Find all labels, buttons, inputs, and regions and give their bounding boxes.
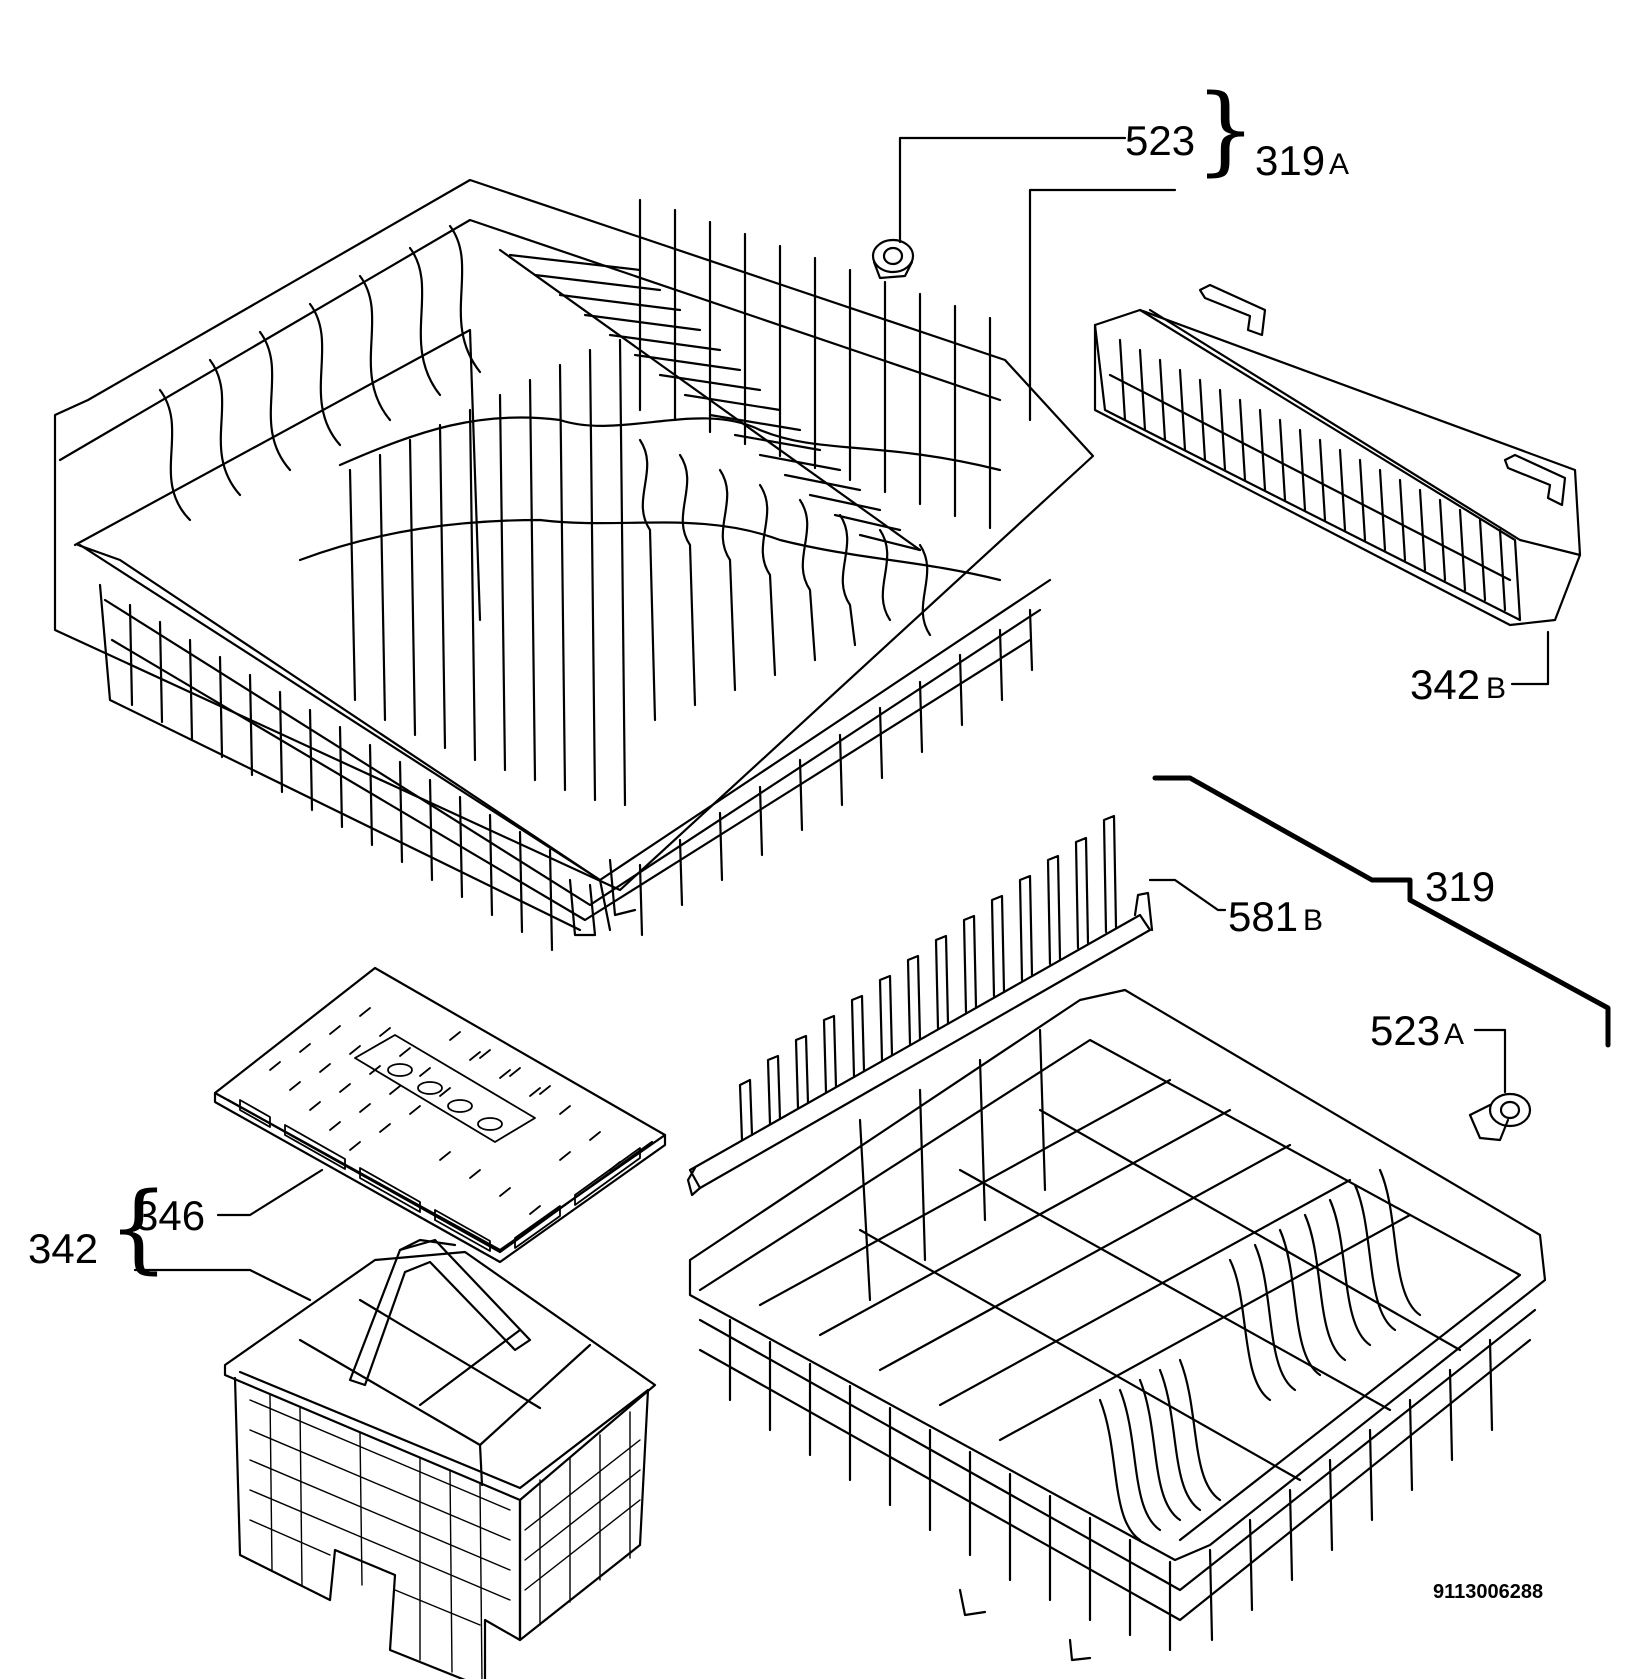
callout-581b: 581 — [1228, 893, 1299, 940]
cutlery-basket-lid — [213, 966, 667, 1264]
callout-342b-suffix: B — [1486, 672, 1507, 705]
leader-342b — [1510, 630, 1550, 686]
leader-581b — [1148, 878, 1227, 912]
upper-basket — [53, 178, 1095, 952]
brace-319a: } — [1195, 74, 1257, 186]
callout-319a: 319 — [1255, 137, 1326, 184]
upper-basket-wheel — [871, 238, 915, 280]
callout-342b: 342 — [1410, 661, 1481, 708]
leader-346 — [216, 1168, 324, 1217]
callout-346: 346 — [135, 1192, 206, 1239]
leader-319a — [1028, 188, 1177, 422]
lower-basket-wheel — [1468, 1092, 1532, 1142]
leader-523 — [898, 136, 1127, 244]
cutlery-basket — [223, 1238, 657, 1679]
leader-523a — [1473, 1028, 1507, 1094]
leader-342 — [133, 1268, 312, 1302]
callout-581b-suffix: B — [1303, 904, 1324, 937]
bracket-319 — [1152, 775, 1611, 1048]
lower-basket — [688, 988, 1547, 1662]
document-id: 9113006288 — [1433, 1581, 1544, 1603]
side-cutlery-rack — [1093, 283, 1582, 627]
callout-342: 342 — [28, 1225, 99, 1272]
plate-rack-insert — [686, 814, 1154, 1197]
callout-523a-suffix: A — [1444, 1018, 1465, 1051]
callout-523: 523 — [1125, 117, 1196, 164]
callout-319: 319 — [1425, 863, 1496, 910]
callout-319a-suffix: A — [1329, 148, 1350, 181]
callout-523a: 523 — [1370, 1007, 1441, 1054]
brace-342: { — [108, 1172, 170, 1284]
